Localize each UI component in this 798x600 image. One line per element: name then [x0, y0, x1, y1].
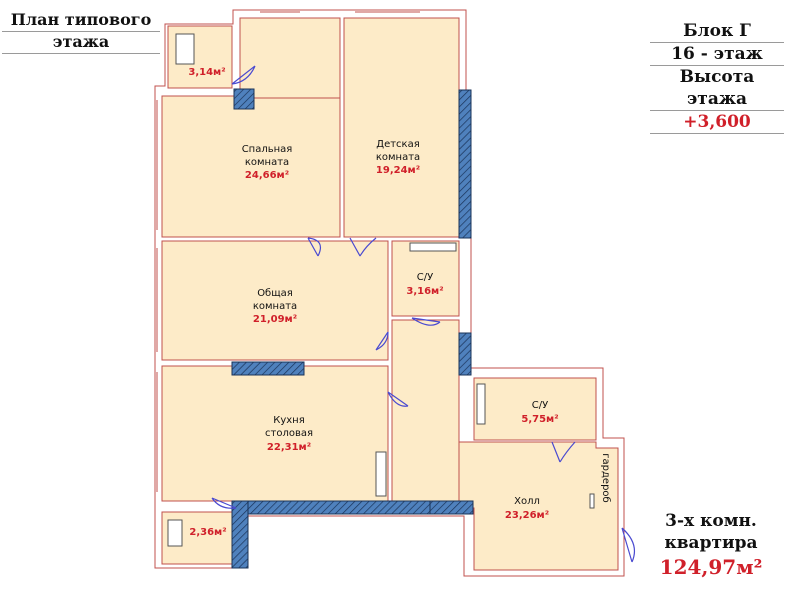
label-balcony-bottom-area: 2,36м² — [189, 527, 226, 538]
door-wc2 — [551, 441, 576, 463]
floor-bedroom — [161, 95, 341, 238]
wall-kitchen-top — [231, 361, 305, 376]
label-bedroom-area: 24,66м² — [245, 170, 289, 181]
structural-columns — [231, 88, 474, 569]
floor-bedroom-top — [239, 17, 341, 99]
wall-bottom-right — [429, 500, 474, 515]
label-wc1-line1: С/У — [417, 272, 433, 283]
door-living — [375, 331, 389, 351]
door-wc1 — [411, 317, 441, 326]
label-living-line1: Общая — [257, 288, 293, 299]
label-bedroom-line1: Спальная — [242, 144, 293, 155]
door-kitchen-balcony — [211, 497, 237, 509]
fixture-wc2-bath — [476, 383, 486, 425]
block-name: Блок Г — [650, 20, 784, 43]
label-kids-line1: Детская — [376, 139, 419, 150]
plan-title-line1: План типового — [2, 10, 160, 32]
label-wc2-line1: С/У — [532, 400, 548, 411]
fixture-wc1-bath — [409, 242, 457, 252]
room-floors — [161, 17, 619, 571]
apartment-total-area: 124,97м² — [659, 555, 763, 579]
fixture-balcony-top — [175, 33, 195, 65]
label-living-line2: комната — [253, 301, 297, 312]
label-wc2-area: 5,75м² — [521, 414, 558, 425]
label-wardrobe: гардероб — [600, 453, 611, 502]
door-swings — [211, 65, 635, 563]
label-kitchen-area: 22,31м² — [267, 442, 311, 453]
door-kitchen — [387, 391, 409, 407]
label-kids-line2: комната — [376, 152, 420, 163]
label-wc1-area: 3,16м² — [406, 286, 443, 297]
floor-number: 16 - этаж — [650, 43, 784, 66]
block-info: Блок Г 16 - этаж Высота этажа +3,600 — [642, 20, 792, 134]
floor-kids — [343, 17, 460, 238]
label-hall-area: 23,26м² — [505, 510, 549, 521]
door-bedroom — [307, 237, 321, 257]
apartment-summary: 3-х комн. квартира 124,97м² — [636, 510, 786, 580]
plan-title: План типового этажа — [2, 10, 160, 54]
floor-living — [161, 240, 389, 361]
floor-height-value: +3,600 — [650, 111, 784, 134]
label-living-area: 21,09м² — [253, 314, 297, 325]
apartment-type-line1: 3-х комн. — [665, 511, 757, 531]
floor-wc1 — [391, 240, 460, 317]
door-balcony-top — [231, 65, 256, 85]
apartment-type-line2: квартира — [664, 533, 758, 553]
label-kitchen-line1: Кухня — [273, 415, 305, 426]
wall-right-upper — [458, 89, 472, 239]
window-lines — [156, 11, 420, 492]
label-balcony-top-area: 3,14м² — [188, 67, 225, 78]
wall-bottom-post — [231, 500, 249, 569]
floor-wc2 — [473, 377, 597, 441]
label-bedroom-line2: комната — [245, 157, 289, 168]
door-entrance — [621, 527, 635, 563]
label-hall-line1: Холл — [514, 496, 540, 507]
fixtures — [167, 33, 595, 547]
label-kitchen-line2: столовая — [265, 428, 313, 439]
floor-hall-vertical — [391, 319, 460, 502]
label-kids-area: 19,24м² — [376, 165, 420, 176]
column-top — [233, 88, 255, 110]
floor-kitchen — [161, 365, 389, 502]
room-labels: 3,14м² Спальная комната 24,66м² Детская … — [188, 67, 611, 538]
wall-right-mid — [458, 332, 472, 376]
plan-title-line2: этажа — [2, 32, 160, 54]
door-kids — [349, 237, 377, 257]
fixture-wardrobe — [589, 493, 595, 509]
fixture-kitchen-sink — [375, 451, 387, 497]
fixture-balcony-bottom — [167, 519, 183, 547]
floor-height-label: Высота этажа — [650, 66, 784, 111]
